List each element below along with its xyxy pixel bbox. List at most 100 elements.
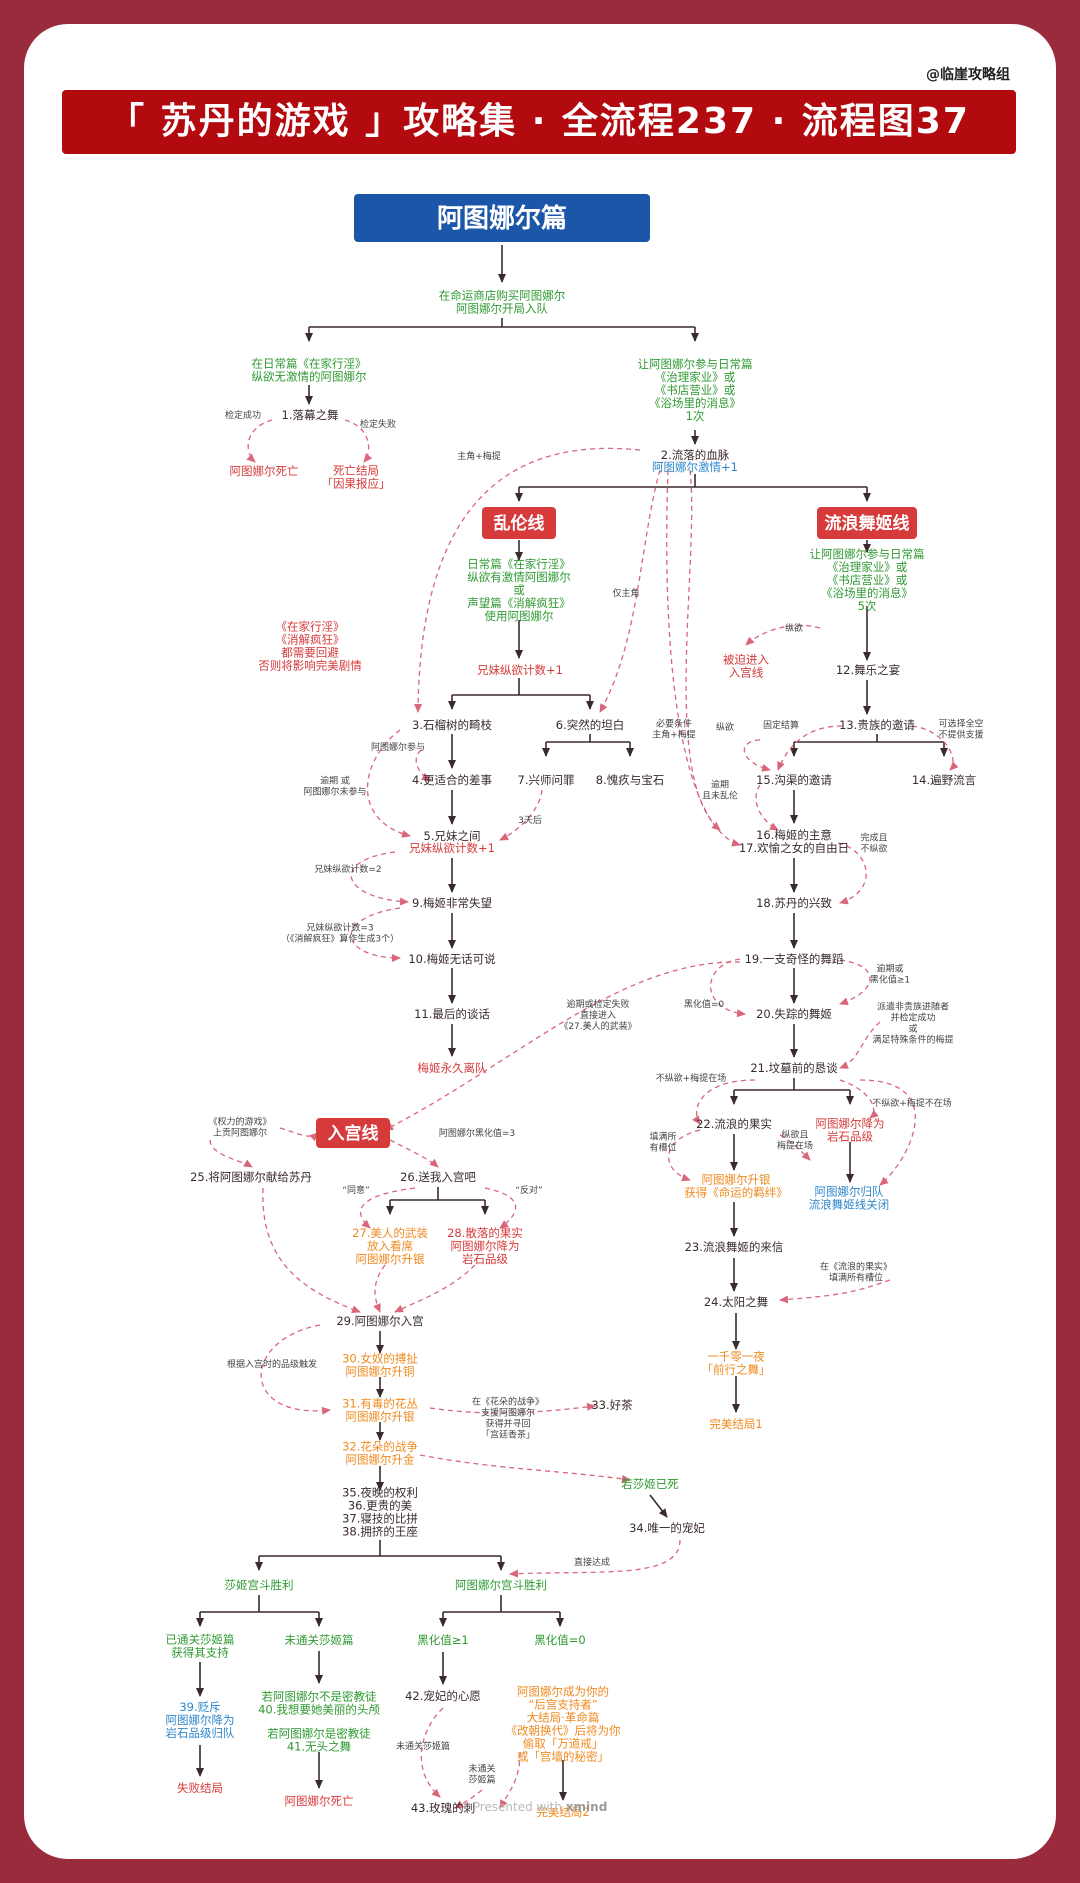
node-line: 让阿图娜尔参与日常篇 <box>638 357 753 371</box>
label-line: 《权力的游戏》 <box>208 1116 271 1128</box>
node-line: 获得《命运的羁绊》 <box>684 1186 788 1200</box>
label-line: 并检定成功 <box>890 1012 935 1024</box>
condition-label: “同意” <box>342 1184 369 1196</box>
dashed-connector <box>499 1751 521 1809</box>
node-text: 乱伦线 <box>494 513 545 534</box>
node-line: 阿图娜尔降为 <box>451 1239 520 1253</box>
dashed-connector <box>384 961 741 1131</box>
node-line: 已通关莎姬篇 <box>166 1633 235 1647</box>
node-line: 阿图娜尔升金 <box>346 1453 415 1467</box>
dashed-connector <box>599 469 661 713</box>
node-line: 偷取「万道戒」 <box>523 1737 604 1751</box>
node-line: 阿图娜尔死亡 <box>285 1794 354 1808</box>
dashed-connector <box>429 1402 596 1414</box>
node-line: 阿图娜尔成为你的 <box>517 1685 609 1699</box>
node-n34: 梅姬永久离队 <box>418 1061 487 1075</box>
label-line: 满足特殊条件的梅提 <box>872 1034 953 1046</box>
node-text: 入宫线 <box>328 1123 379 1144</box>
node-line: 16.梅姬的主意 <box>756 828 832 842</box>
label-line: 未通关莎姬篇 <box>396 1740 450 1752</box>
node-line: 在日常篇《在家行淫》 <box>252 357 367 371</box>
condition-label: 不纵欲+梅提在场 <box>656 1072 727 1084</box>
page-card: @临崖攻略组 「 苏丹的游戏 」攻略集 · 全流程237 · 流程图37 <box>24 24 1056 1859</box>
label-line: 逾期 或 <box>320 775 350 787</box>
node-line: 岩石品级归队 <box>166 1726 235 1740</box>
node-line: 阿图娜尔激情+1 <box>652 460 738 474</box>
condition-label: 兄妹纵欲计数=3（《消解疯狂》算作生成3个） <box>281 922 399 945</box>
node-line: 19.一支奇怪的舞蹈 <box>745 952 844 966</box>
node-n19: 4.更适合的差事 <box>412 773 492 787</box>
label-line: 兄妹纵欲计数=2 <box>314 863 381 875</box>
node-n16: 3.石榴树的畸枝 <box>412 718 492 732</box>
label-line: 派遣非贵族进随者 <box>877 1001 949 1013</box>
node-line: 11.最后的谈话 <box>414 1007 490 1021</box>
node-n46: 24.太阳之舞 <box>704 1295 768 1309</box>
node-n28: 9.梅姬非常失望 <box>412 896 492 910</box>
node-line: 15.沟渠的邀请 <box>756 773 832 787</box>
node-n61: 黑化值≥1 <box>417 1633 468 1647</box>
node-line: 6.突然的坦白 <box>556 718 624 732</box>
node-line: 兄妹纵欲计数+1 <box>477 663 563 677</box>
label-line: 梅提在场 <box>777 1140 813 1152</box>
node-line: 梅姬永久离队 <box>418 1061 487 1075</box>
dashed-connector <box>837 842 867 905</box>
node-line: 18.苏丹的兴致 <box>756 896 832 910</box>
label-line: 不纵欲 <box>860 843 887 855</box>
node-n56: 34.唯一的宠妃 <box>629 1521 705 1535</box>
dashed-connector <box>839 1021 881 1069</box>
node-line: 32.花朵的战争 <box>342 1440 418 1454</box>
dashed-connector <box>209 1139 253 1168</box>
label-line: 不纵欲+梅提在场 <box>656 1072 727 1084</box>
node-line: 17.欢愉之女的自由日 <box>739 841 849 855</box>
node-n2: 让阿图娜尔参与日常篇《治理家业》或《书店营业》或《浴场里的消息》1次 <box>638 357 753 423</box>
label-line: 《27.美人的武装》 <box>559 1020 636 1032</box>
node-n36: 入宫线 <box>316 1118 390 1148</box>
label-line: 莎姬篇 <box>468 1774 495 1786</box>
condition-label: 不纵欲+梅提不在场 <box>872 1097 952 1109</box>
node-n48: 一千零一夜「前行之舞」 <box>702 1350 771 1377</box>
node-line: 1.落幕之舞 <box>282 408 339 422</box>
node-line: 若莎姬已死 <box>621 1477 679 1491</box>
dashed-connector <box>260 1324 331 1415</box>
node-line: 黑化值≥1 <box>417 1633 468 1647</box>
node-n13: 兄妹纵欲计数+1 <box>477 663 563 677</box>
condition-label: 主角+梅提 <box>457 450 501 462</box>
node-n18: 13.贵族的邀请 <box>839 718 915 732</box>
node-line: 死亡结局 <box>333 464 379 478</box>
node-n29: 18.苏丹的兴致 <box>756 896 832 910</box>
node-n27: 17.欢愉之女的自由日 <box>739 841 849 855</box>
label-line: 兄妹纵欲计数=3 <box>306 922 373 934</box>
node-line: 岩石品级 <box>827 1130 873 1144</box>
dashed-connector <box>509 1539 681 1578</box>
label-line: 黑化值≥1 <box>870 974 910 986</box>
label-line: 上贡阿图娜尔 <box>213 1127 267 1139</box>
node-line: 35.夜晚的权利 <box>342 1486 418 1500</box>
node-line: 3.石榴树的畸枝 <box>412 718 492 732</box>
dashed-connector <box>779 1279 891 1304</box>
dashed-connector <box>394 1264 476 1313</box>
node-n70: 43.玫瑰的刺 <box>411 1801 475 1815</box>
dashed-connector <box>415 749 431 781</box>
condition-label: 未通关莎姬篇 <box>468 1763 495 1786</box>
dashed-connectors <box>209 419 959 1809</box>
node-n52: 完美结局1 <box>709 1417 762 1431</box>
label-line: 可选择全空 <box>938 718 983 730</box>
node-n68: 失败结局 <box>177 1781 223 1795</box>
condition-label: 黑化值=0 <box>684 998 725 1010</box>
condition-label: 3天后 <box>518 815 542 826</box>
condition-label: 《权力的游戏》上贡阿图娜尔 <box>208 1116 271 1139</box>
dashed-connector <box>350 907 401 962</box>
node-n8: 乱伦线 <box>482 507 556 539</box>
label-line: 逾期 <box>711 779 729 791</box>
label-line: 有槽位 <box>649 1142 676 1154</box>
label-line: 纵欲且 <box>781 1129 808 1141</box>
node-line: 25.将阿图娜尔献给苏丹 <box>190 1170 312 1184</box>
